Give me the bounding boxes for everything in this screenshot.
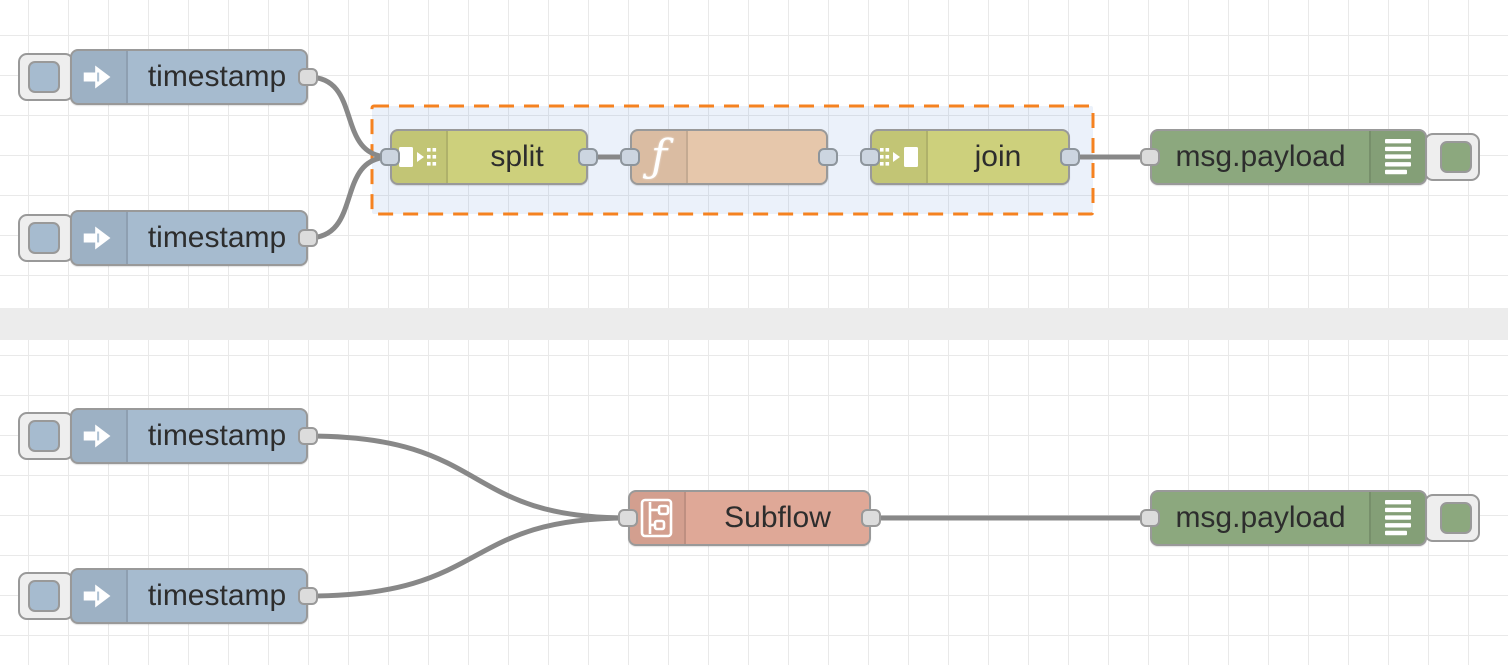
inject-button-pad[interactable] xyxy=(28,222,60,254)
node-inject-4[interactable]: timestamp xyxy=(70,568,308,624)
debug-icon xyxy=(1369,131,1425,183)
wire-inject1-split[interactable] xyxy=(305,74,393,160)
node-label: Subflow xyxy=(724,501,831,534)
debug-toggle-pad[interactable] xyxy=(1440,141,1472,173)
inject-arrow-icon xyxy=(72,570,128,622)
output-port-inject-3[interactable] xyxy=(298,427,318,445)
node-inject-3[interactable]: timestamp xyxy=(70,408,308,464)
inject-button[interactable] xyxy=(18,53,74,101)
node-label: timestamp xyxy=(147,419,287,452)
input-port-debug-1[interactable] xyxy=(1140,148,1160,166)
input-port-split[interactable] xyxy=(380,148,400,166)
wire-inject2-split[interactable] xyxy=(305,154,393,241)
node-subflow[interactable]: Subflow xyxy=(628,490,871,546)
node-label: msg.payload xyxy=(1175,501,1346,534)
output-port-inject-4[interactable] xyxy=(298,587,318,605)
node-inject-1[interactable]: timestamp xyxy=(70,49,308,105)
node-join[interactable]: join xyxy=(870,129,1070,185)
output-port-split[interactable] xyxy=(578,148,598,166)
node-label: timestamp xyxy=(147,221,287,254)
inject-arrow-icon xyxy=(72,51,128,103)
inject-button[interactable] xyxy=(18,412,74,460)
input-port-debug-2[interactable] xyxy=(1140,509,1160,527)
node-inject-2[interactable]: timestamp xyxy=(70,210,308,266)
output-port-function[interactable] xyxy=(818,148,838,166)
function-icon: ƒ xyxy=(632,131,688,183)
join-icon xyxy=(872,131,928,183)
node-label: timestamp xyxy=(147,579,287,612)
output-port-join[interactable] xyxy=(1060,148,1080,166)
inject-arrow-icon xyxy=(72,410,128,462)
inject-button-pad[interactable] xyxy=(28,61,60,93)
flow-divider xyxy=(0,308,1508,340)
inject-button[interactable] xyxy=(18,214,74,262)
node-label: join xyxy=(974,140,1022,173)
debug-toggle-pad[interactable] xyxy=(1440,502,1472,534)
subflow-icon xyxy=(630,492,686,544)
inject-button-pad[interactable] xyxy=(28,580,60,612)
node-label xyxy=(688,131,826,183)
wire-inject3-subflow[interactable] xyxy=(305,433,631,521)
wire-inject4-subflow[interactable] xyxy=(305,515,631,599)
input-port-subflow[interactable] xyxy=(618,509,638,527)
node-label: split xyxy=(490,140,544,173)
node-function[interactable]: ƒ xyxy=(630,129,828,185)
input-port-function[interactable] xyxy=(620,148,640,166)
node-split[interactable]: split xyxy=(390,129,588,185)
split-icon xyxy=(392,131,448,183)
output-port-inject-1[interactable] xyxy=(298,68,318,86)
node-label: msg.payload xyxy=(1175,140,1346,173)
node-debug-1[interactable]: msg.payload xyxy=(1150,129,1427,185)
node-debug-2[interactable]: msg.payload xyxy=(1150,490,1427,546)
inject-arrow-icon xyxy=(72,212,128,264)
input-port-join[interactable] xyxy=(860,148,880,166)
output-port-inject-2[interactable] xyxy=(298,229,318,247)
debug-icon xyxy=(1369,492,1425,544)
inject-button[interactable] xyxy=(18,572,74,620)
inject-button-pad[interactable] xyxy=(28,420,60,452)
debug-toggle-button[interactable] xyxy=(1424,133,1480,181)
debug-toggle-button[interactable] xyxy=(1424,494,1480,542)
node-label: timestamp xyxy=(147,60,287,93)
output-port-subflow[interactable] xyxy=(861,509,881,527)
